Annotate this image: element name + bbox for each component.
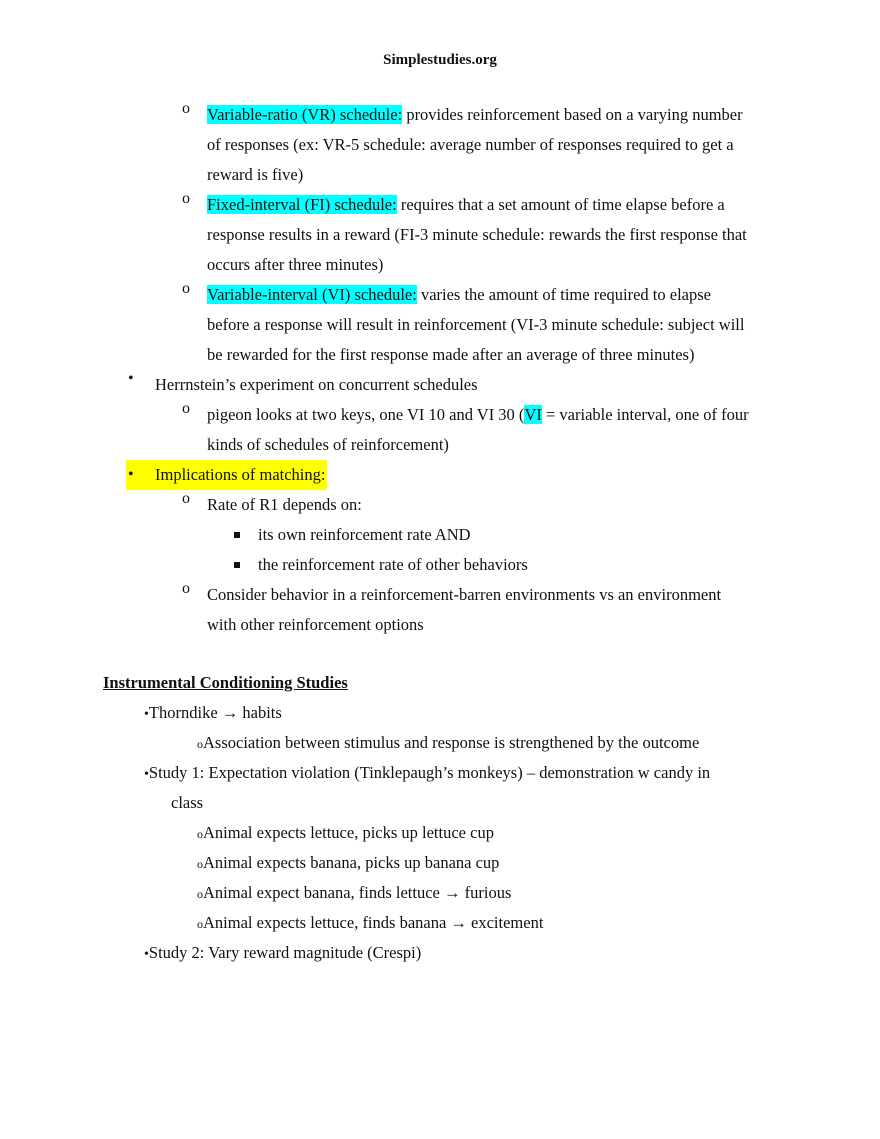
- study2-text: Study 2: Vary reward magnitude (Crespi): [148, 943, 422, 962]
- herrnstein-vi-highlight: VI: [524, 405, 542, 424]
- thorndike-subitem: oAssociation between stimulus and respon…: [197, 728, 699, 758]
- herrnstein-text-pre: pigeon looks at two keys, one VI 10 and …: [207, 405, 525, 424]
- rate-label: Rate of R1 depends on:: [207, 495, 362, 514]
- schedule-vi-text-3: be rewarded for the first response made …: [207, 345, 695, 364]
- study1-sub-text: Animal expects banana, picks up banana c…: [203, 853, 500, 872]
- circle-bullet: o: [197, 827, 203, 841]
- circle-bullet: o: [182, 190, 190, 207]
- schedule-vi: o Variable-interval (VI) schedule: varie…: [182, 280, 744, 370]
- study1-subitem: oAnimal expects banana, picks up banana …: [197, 848, 499, 878]
- schedule-fi: o Fixed-interval (FI) schedule: requires…: [182, 190, 747, 280]
- thorndike-sub-text: Association between stimulus and respons…: [203, 733, 700, 752]
- rate-subitem: its own reinforcement rate AND: [234, 520, 471, 550]
- schedule-vr-text-2: of responses (ex: VR-5 schedule: average…: [207, 135, 734, 154]
- study1-sub-text: Animal expects lettuce, finds banana → e…: [203, 913, 544, 932]
- schedule-vr-text-3: reward is five): [207, 165, 304, 184]
- schedule-fi-text-1: requires that a set amount of time elaps…: [396, 195, 725, 214]
- consider-text-1: Consider behavior in a reinforcement-bar…: [207, 585, 722, 604]
- thorndike-item: •Thorndike → habits: [144, 698, 282, 728]
- dot-bullet: •: [144, 947, 149, 962]
- schedule-vi-text-2: before a response will result in reinfor…: [207, 315, 745, 334]
- rate-subitem-text: the reinforcement rate of other behavior…: [258, 555, 528, 574]
- herrnstein-text-2: kinds of schedules of reinforcement): [207, 435, 449, 454]
- page-header: Simplestudies.org: [383, 52, 497, 68]
- dot-bullet: •: [128, 466, 134, 483]
- section-title: Instrumental Conditioning Studies: [103, 673, 348, 692]
- circle-bullet: o: [182, 400, 190, 417]
- herrnstein-item: • Herrnstein’s experiment on concurrent …: [128, 370, 478, 400]
- implications-item: • Implications of matching:: [126, 460, 328, 490]
- schedule-vr-label: Variable-ratio (VR) schedule:: [207, 105, 403, 124]
- study1-sub-text: Animal expect banana, finds lettuce → fu…: [203, 883, 512, 902]
- circle-bullet: o: [182, 580, 190, 597]
- thorndike-text: Thorndike → habits: [148, 703, 282, 722]
- study1-item: •Study 1: Expectation violation (Tinklep…: [144, 758, 710, 818]
- circle-bullet: o: [182, 280, 190, 297]
- circle-bullet: o: [197, 737, 203, 751]
- schedule-fi-label: Fixed-interval (FI) schedule:: [207, 195, 397, 214]
- implications-title: Implications of matching:: [155, 465, 326, 484]
- study1-subitem: oAnimal expects lettuce, picks up lettuc…: [197, 818, 494, 848]
- schedule-vr: o Variable-ratio (VR) schedule: provides…: [182, 100, 743, 190]
- rate-subitem: the reinforcement rate of other behavior…: [234, 550, 528, 580]
- rate-subitem-text: its own reinforcement rate AND: [258, 525, 471, 544]
- consider-item: o Consider behavior in a reinforcement-b…: [182, 580, 721, 640]
- square-bullet: [234, 532, 240, 538]
- dot-bullet: •: [144, 707, 149, 722]
- dot-bullet: •: [128, 370, 134, 387]
- rate-item: o Rate of R1 depends on:: [182, 490, 362, 520]
- dot-bullet: •: [144, 767, 149, 782]
- circle-bullet: o: [182, 100, 190, 117]
- schedule-vr-text-1: provides reinforcement based on a varyin…: [402, 105, 743, 124]
- study1-sub-text: Animal expects lettuce, picks up lettuce…: [203, 823, 494, 842]
- schedule-vi-label: Variable-interval (VI) schedule:: [207, 285, 417, 304]
- consider-text-2: with other reinforcement options: [207, 615, 424, 634]
- study1-text-2: class: [171, 793, 204, 812]
- herrnstein-detail: o pigeon looks at two keys, one VI 10 an…: [182, 400, 749, 460]
- herrnstein-text-post: = variable interval, one of four: [541, 405, 749, 424]
- herrnstein-title: Herrnstein’s experiment on concurrent sc…: [155, 375, 478, 394]
- circle-bullet: o: [197, 887, 203, 901]
- square-bullet: [234, 562, 240, 568]
- study1-subitem: oAnimal expect banana, finds lettuce → f…: [197, 878, 511, 908]
- study2-item: •Study 2: Vary reward magnitude (Crespi): [144, 938, 421, 968]
- circle-bullet: o: [197, 917, 203, 931]
- schedule-fi-text-3: occurs after three minutes): [207, 255, 384, 274]
- study1-subitem: oAnimal expects lettuce, finds banana → …: [197, 908, 543, 938]
- study1-text-1: Study 1: Expectation violation (Tinklepa…: [148, 763, 711, 782]
- schedule-vi-text-1: varies the amount of time required to el…: [416, 285, 711, 304]
- schedule-fi-text-2: response results in a reward (FI-3 minut…: [207, 225, 747, 244]
- circle-bullet: o: [182, 490, 190, 507]
- circle-bullet: o: [197, 857, 203, 871]
